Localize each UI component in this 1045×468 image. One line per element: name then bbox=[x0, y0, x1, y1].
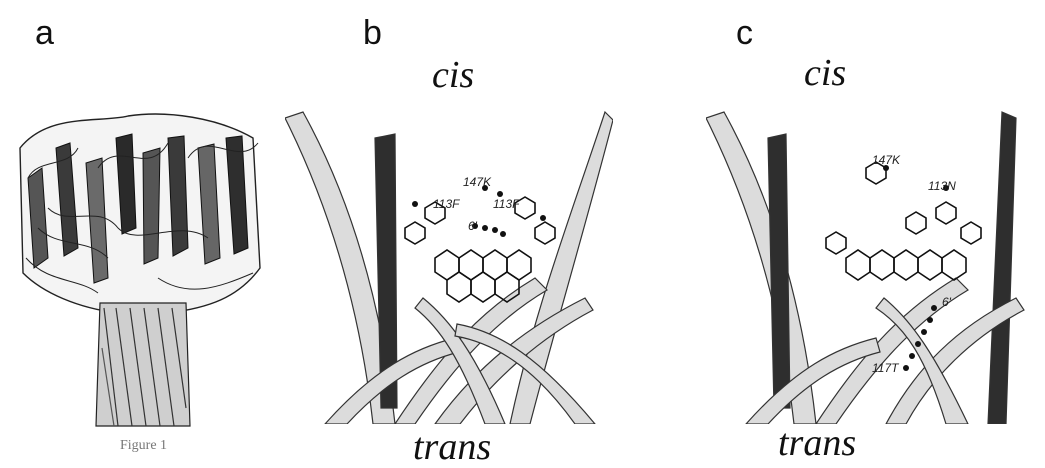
residue-147K-b: 147K bbox=[463, 175, 492, 189]
panel-c-trans-label: trans bbox=[778, 424, 856, 462]
panel-c-letter: c bbox=[736, 16, 753, 50]
residue-6prime-b: 6' bbox=[468, 219, 478, 233]
residue-147K-c: 147K bbox=[872, 153, 901, 167]
residue-117T-c: 117T bbox=[872, 361, 900, 375]
panel-a-structure bbox=[8, 108, 270, 430]
panel-b-trans-label: trans bbox=[413, 428, 491, 466]
residue-113F-right-b: 113F bbox=[493, 197, 520, 211]
pore-view-b: 147K 113F 113F 6' bbox=[285, 108, 613, 424]
panel-a-letter: a bbox=[35, 16, 54, 50]
residue-113F-left-b: 113F bbox=[433, 197, 460, 211]
protein-cartoon-a bbox=[8, 108, 270, 430]
panel-a-caption: Figure 1 bbox=[120, 438, 167, 454]
residue-113N-c: 113N bbox=[928, 179, 956, 193]
panel-c-structure: 147K 113N 117T 6' bbox=[706, 108, 1036, 424]
panel-c-cis-label: cis bbox=[804, 54, 846, 92]
residue-6prime-c: 6' bbox=[942, 295, 952, 309]
panel-b-letter: b bbox=[363, 16, 382, 50]
panel-b-structure: 147K 113F 113F 6' bbox=[285, 108, 613, 424]
panel-b-cis-label: cis bbox=[432, 56, 474, 94]
pore-view-c: 147K 113N 117T 6' bbox=[706, 108, 1036, 424]
